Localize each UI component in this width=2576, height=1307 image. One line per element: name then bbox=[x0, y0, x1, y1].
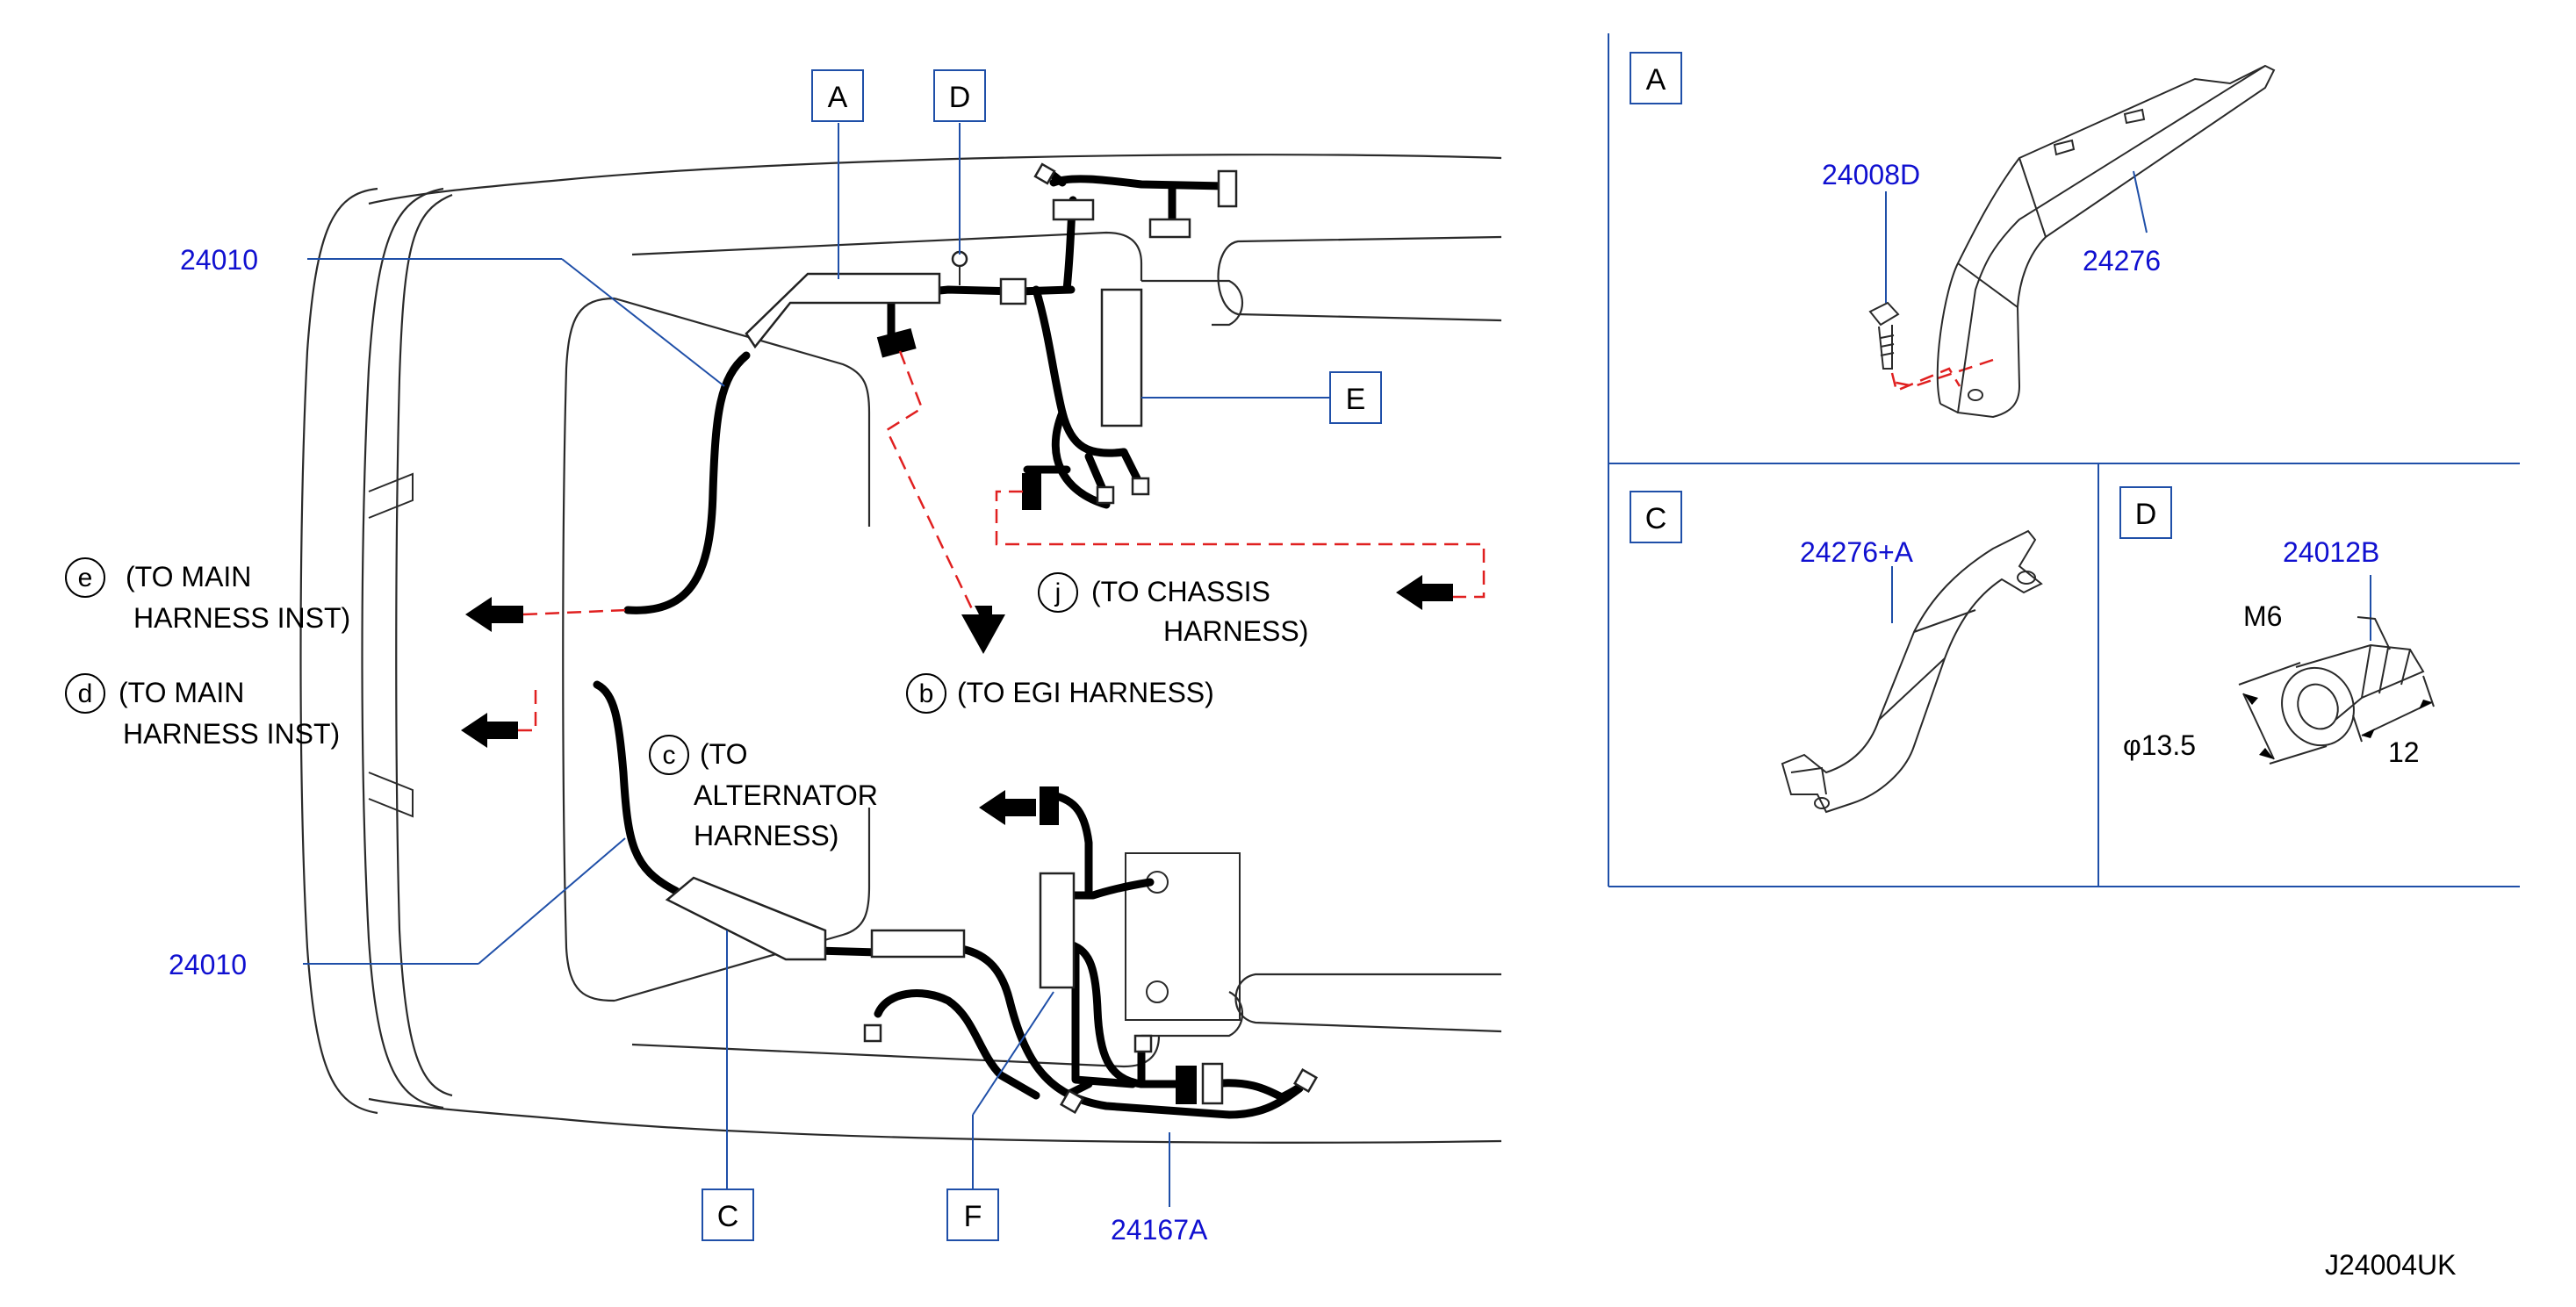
upper-harness-components bbox=[745, 162, 1238, 510]
view-label-E-text: E bbox=[1346, 383, 1366, 416]
view-label-E: E bbox=[1329, 371, 1382, 424]
detail-panel-C-label: C bbox=[1645, 502, 1667, 535]
part-number-24167A: 24167A bbox=[1111, 1214, 1208, 1246]
view-label-C-text: C bbox=[717, 1200, 739, 1233]
detail-panels-frame bbox=[1608, 33, 2520, 887]
part-number-24276: 24276 bbox=[2083, 245, 2161, 276]
part-number-24008D: 24008D bbox=[1822, 159, 1920, 190]
note-e-letter: e bbox=[78, 564, 93, 592]
note-e: e (TO MAIN HARNESS INST) bbox=[65, 557, 350, 634]
note-e-line2: HARNESS INST) bbox=[133, 602, 350, 634]
diameter-label: φ13.5 bbox=[2123, 729, 2196, 761]
note-b: b (TO EGI HARNESS) bbox=[906, 673, 1214, 714]
note-c-line1: (TO bbox=[700, 738, 748, 770]
note-d-letter: d bbox=[78, 679, 93, 708]
view-label-F-text: F bbox=[964, 1200, 982, 1233]
view-label-D-text: D bbox=[949, 81, 971, 114]
note-j-line2: HARNESS) bbox=[1163, 615, 1308, 647]
detail-panel-A: A 24008D 24276 bbox=[1630, 52, 2276, 419]
detail-panel-A-label: A bbox=[1646, 63, 1666, 97]
part-number-24012B: 24012B bbox=[2283, 536, 2379, 568]
detail-panel-C: C 24276+A bbox=[1630, 491, 2043, 814]
battery bbox=[1125, 852, 1241, 1021]
thread-size-label: M6 bbox=[2243, 600, 2282, 632]
detail-panel-D: D 24012B M6 φ13.5 12 bbox=[2119, 486, 2435, 768]
part-number-24010-lower: 24010 bbox=[169, 949, 247, 980]
part-number-24276A: 24276+A bbox=[1800, 536, 1914, 568]
note-c-line2: ALTERNATOR bbox=[694, 779, 878, 811]
note-j-line1: (TO CHASSIS bbox=[1091, 576, 1270, 607]
note-c-line3: HARNESS) bbox=[694, 820, 838, 851]
lower-harness-components bbox=[665, 786, 1319, 1115]
note-d: d (TO MAIN HARNESS INST) bbox=[65, 673, 340, 750]
view-label-A: A bbox=[811, 69, 864, 122]
view-label-F: F bbox=[946, 1189, 999, 1241]
view-label-C: C bbox=[702, 1189, 754, 1241]
note-j: j (TO CHASSIS HARNESS) bbox=[1038, 572, 1308, 647]
view-label-D: D bbox=[933, 69, 986, 122]
drawing-code: J24004UK bbox=[2325, 1249, 2456, 1281]
note-c: c (TO ALTERNATOR HARNESS) bbox=[649, 735, 878, 851]
direction-arrows bbox=[461, 575, 1453, 825]
note-d-line2: HARNESS INST) bbox=[123, 718, 340, 750]
note-d-line1: (TO MAIN bbox=[119, 677, 244, 708]
leader-lines bbox=[303, 123, 1330, 1207]
detail-panel-D-label: D bbox=[2135, 498, 2157, 531]
note-b-line1: (TO EGI HARNESS) bbox=[957, 677, 1214, 708]
note-e-line1: (TO MAIN bbox=[126, 561, 251, 592]
part-number-24010-upper: 24010 bbox=[180, 244, 258, 276]
dashed-routing-lines bbox=[518, 350, 1994, 732]
note-b-letter: b bbox=[919, 679, 934, 708]
vehicle-body-outline bbox=[299, 154, 1502, 1144]
note-c-letter: c bbox=[663, 741, 676, 770]
view-label-A-text: A bbox=[828, 81, 848, 114]
note-j-letter: j bbox=[1054, 578, 1061, 607]
length-label: 12 bbox=[2388, 736, 2420, 768]
